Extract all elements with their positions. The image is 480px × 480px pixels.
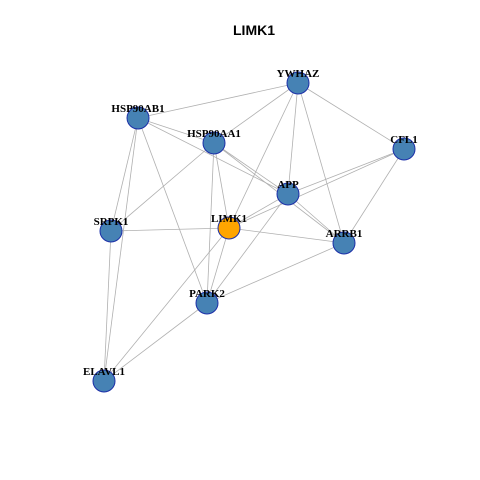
node-label-arrb1: ARRB1: [326, 228, 363, 240]
edge-limk1-park2: [206, 227, 230, 304]
edge-hsp90aa1-park2: [206, 142, 215, 304]
diagram-title: LIMK1: [233, 22, 275, 38]
node-label-app: APP: [277, 179, 299, 191]
edge-hsp90ab1-app: [137, 117, 289, 195]
node-label-limk1: LIMK1: [211, 213, 247, 225]
edge-ywhaz-hsp90ab1: [137, 82, 299, 119]
node-arrb1[interactable]: [332, 231, 356, 255]
edge-ywhaz-app: [287, 82, 299, 195]
node-label-ywhaz: YWHAZ: [277, 68, 320, 80]
edge-cfl1-app: [287, 148, 405, 195]
node-label-hsp90ab1: HSP90AB1: [111, 103, 164, 115]
node-srpk1[interactable]: [99, 219, 123, 243]
edge-srpk1-elavl1: [103, 230, 112, 382]
edge-hsp90aa1-limk1: [213, 142, 230, 229]
edge-ywhaz-arrb1: [297, 82, 345, 244]
node-park2[interactable]: [195, 291, 219, 315]
edge-hsp90ab1-srpk1: [110, 117, 139, 232]
edge-cfl1-limk1: [228, 148, 405, 229]
node-elavl1[interactable]: [92, 369, 116, 393]
node-cfl1[interactable]: [392, 137, 416, 161]
edge-park2-elavl1: [103, 302, 208, 382]
edge-limk1-arrb1: [228, 227, 345, 244]
edge-hsp90ab1-park2: [137, 117, 208, 304]
edge-limk1-elavl1: [103, 227, 230, 382]
node-label-park2: PARK2: [189, 288, 225, 300]
edge-srpk1-limk1: [110, 227, 230, 232]
edge-ywhaz-hsp90aa1: [213, 82, 299, 144]
edge-app-arrb1: [287, 193, 345, 244]
node-label-cfl1: CFL1: [390, 134, 418, 146]
node-app[interactable]: [276, 182, 300, 206]
node-label-hsp90aa1: HSP90AA1: [187, 128, 241, 140]
edge-hsp90ab1-hsp90aa1: [137, 117, 215, 144]
edge-hsp90ab1-elavl1: [103, 117, 139, 382]
node-label-elavl1: ELAVL1: [83, 366, 125, 378]
edge-cfl1-arrb1: [343, 148, 405, 244]
node-label-srpk1: SRPK1: [94, 216, 129, 228]
node-limk1[interactable]: [217, 216, 241, 240]
node-hsp90aa1[interactable]: [202, 131, 226, 155]
edge-ywhaz-cfl1: [297, 82, 405, 150]
edge-hsp90aa1-srpk1: [110, 142, 215, 232]
node-hsp90ab1[interactable]: [126, 106, 150, 130]
edge-ywhaz-limk1: [228, 82, 299, 229]
edge-arrb1-park2: [206, 242, 345, 304]
node-layer: [92, 71, 416, 393]
edge-app-park2: [206, 193, 289, 304]
edge-hsp90aa1-app: [213, 142, 289, 195]
node-ywhaz[interactable]: [286, 71, 310, 95]
